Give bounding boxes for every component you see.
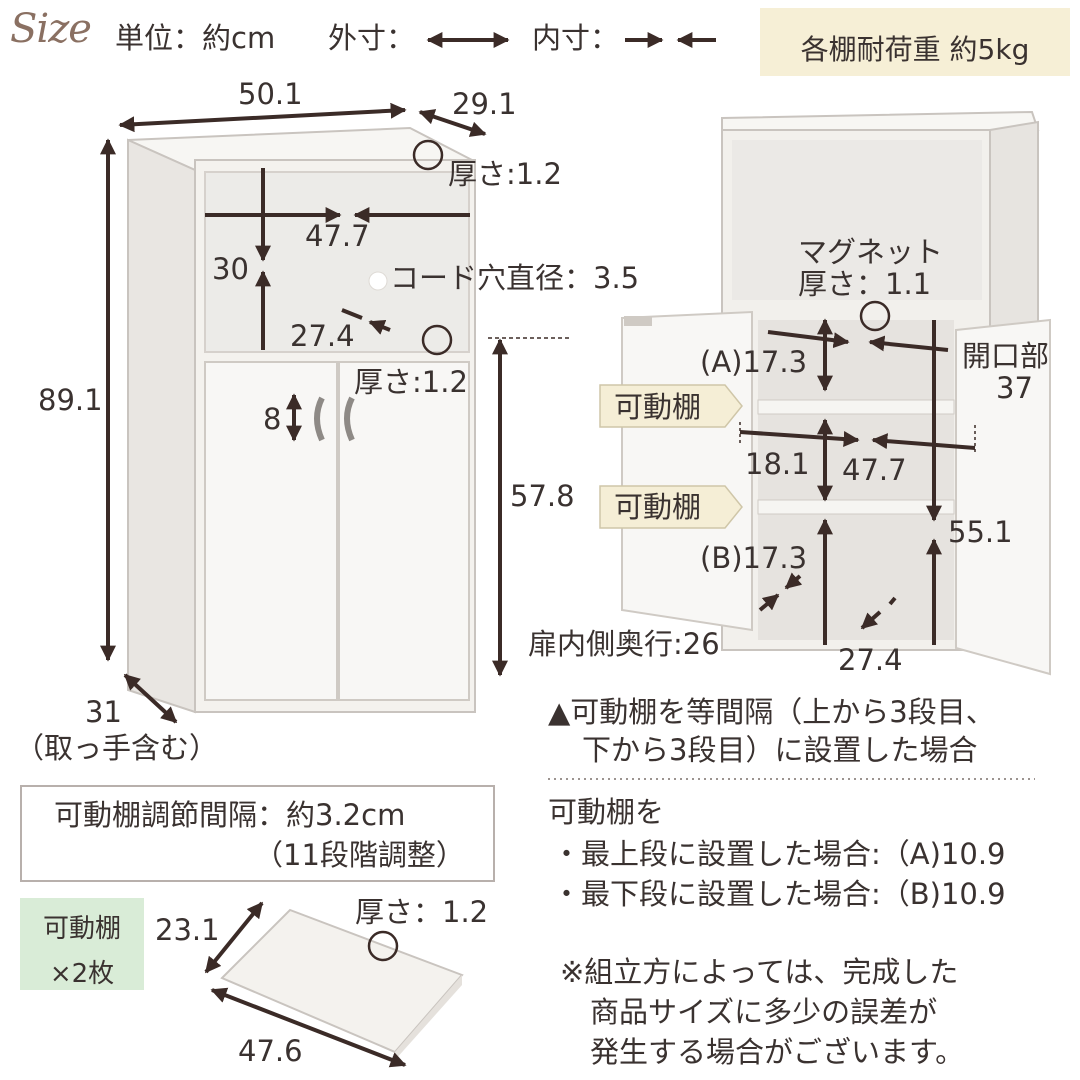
depth-note: （取っ手含む） xyxy=(15,731,219,765)
shelf-board-arrows xyxy=(204,901,407,1068)
right-dimension-arrows xyxy=(739,318,976,645)
shelf-count-badge: 可動棚 ×2枚 xyxy=(20,898,144,990)
outer-size-label: 外寸： xyxy=(328,21,416,55)
shelf-depth-value: 23.1 xyxy=(155,913,220,947)
magnet-circle-icon xyxy=(859,300,891,332)
thickness-circle-icon xyxy=(367,930,399,962)
shelf-count-line-2: ×2枚 xyxy=(49,959,115,989)
total-height-value: 89.1 xyxy=(38,383,103,417)
side-depth-value: 18.1 xyxy=(745,447,810,481)
right-inner-width-value: 47.7 xyxy=(842,453,907,487)
cord-hole-label: コード穴直径：3.5 xyxy=(390,261,640,295)
width-value: 50.1 xyxy=(238,77,303,111)
right-inner-depth-value: 27.4 xyxy=(838,643,903,677)
condition-line-1: ▲可動棚を等間隔（上から3段目、 xyxy=(548,695,995,729)
inner-depth-value: 27.4 xyxy=(290,319,355,353)
condition-line-2: 下から3段目）に設置した場合 xyxy=(582,733,978,767)
size-logo: Size xyxy=(10,6,92,52)
door-depth-label: 扉内側奥行:26 xyxy=(528,627,720,661)
upper-height-value: 30 xyxy=(212,252,249,286)
adjust-line-1: 可動棚調節間隔：約3.2cm xyxy=(54,798,406,832)
opening-label: 開口部 xyxy=(962,339,1050,373)
front-cabinet-illustration xyxy=(127,126,476,714)
thickness-circle-icon xyxy=(412,139,444,171)
magnet-label: マグネット xyxy=(798,235,944,269)
top-case-line: ・最上段に設置した場合:（A)10.9 xyxy=(552,837,1006,871)
shelf-a-value: (A)17.3 xyxy=(700,345,808,379)
thickness-circle-icon xyxy=(421,324,453,356)
total-depth-value: 31 xyxy=(85,695,122,729)
inner-height-value: 55.1 xyxy=(948,515,1013,549)
disclaimer-line-2: 商品サイズに多少の誤差が xyxy=(590,995,938,1029)
disclaimer-line-1: ※組立方によっては、完成した xyxy=(560,955,959,989)
movable-shelf-tag-shape xyxy=(599,384,743,529)
top-thickness-label: 厚さ:1.2 xyxy=(448,157,562,191)
load-capacity-text: 各棚耐荷重 約5kg xyxy=(800,33,1030,66)
lower-height-value: 57.8 xyxy=(510,479,575,513)
adjustment-interval-box: 可動棚調節間隔：約3.2cm （11段階調整） xyxy=(20,785,495,882)
inner-width-value: 47.7 xyxy=(305,219,370,253)
disclaimer-line-3: 発生する場合がございます。 xyxy=(590,1035,965,1069)
shelf-count-line-1: 可動棚 xyxy=(42,914,121,944)
unit-label: 単位：約cm xyxy=(115,21,276,55)
opening-value: 37 xyxy=(996,371,1033,405)
load-capacity-box: 各棚耐荷重 約5kg xyxy=(760,8,1070,76)
inner-size-label: 内寸： xyxy=(532,21,620,55)
shelf-thickness-label: 厚さ：1.2 xyxy=(355,895,489,929)
movable-shelf-tag-1: 可動棚 xyxy=(614,390,702,424)
magnet-thickness-label: 厚さ：1.1 xyxy=(798,267,932,301)
handle-value: 8 xyxy=(263,402,282,436)
movable-shelf-tag-2: 可動棚 xyxy=(614,490,702,524)
shelf-heading: 可動棚を xyxy=(548,795,665,829)
adjust-line-2: （11段階調整） xyxy=(254,838,465,872)
depth-value: 29.1 xyxy=(452,87,517,121)
left-dimension-arrows xyxy=(100,102,572,724)
shelf-width-value: 47.6 xyxy=(238,1034,303,1068)
shelf-b-value: (B)17.3 xyxy=(700,541,808,575)
middle-thickness-label: 厚さ:1.2 xyxy=(354,365,468,399)
bottom-case-line: ・最下段に設置した場合:（B)10.9 xyxy=(552,877,1006,911)
